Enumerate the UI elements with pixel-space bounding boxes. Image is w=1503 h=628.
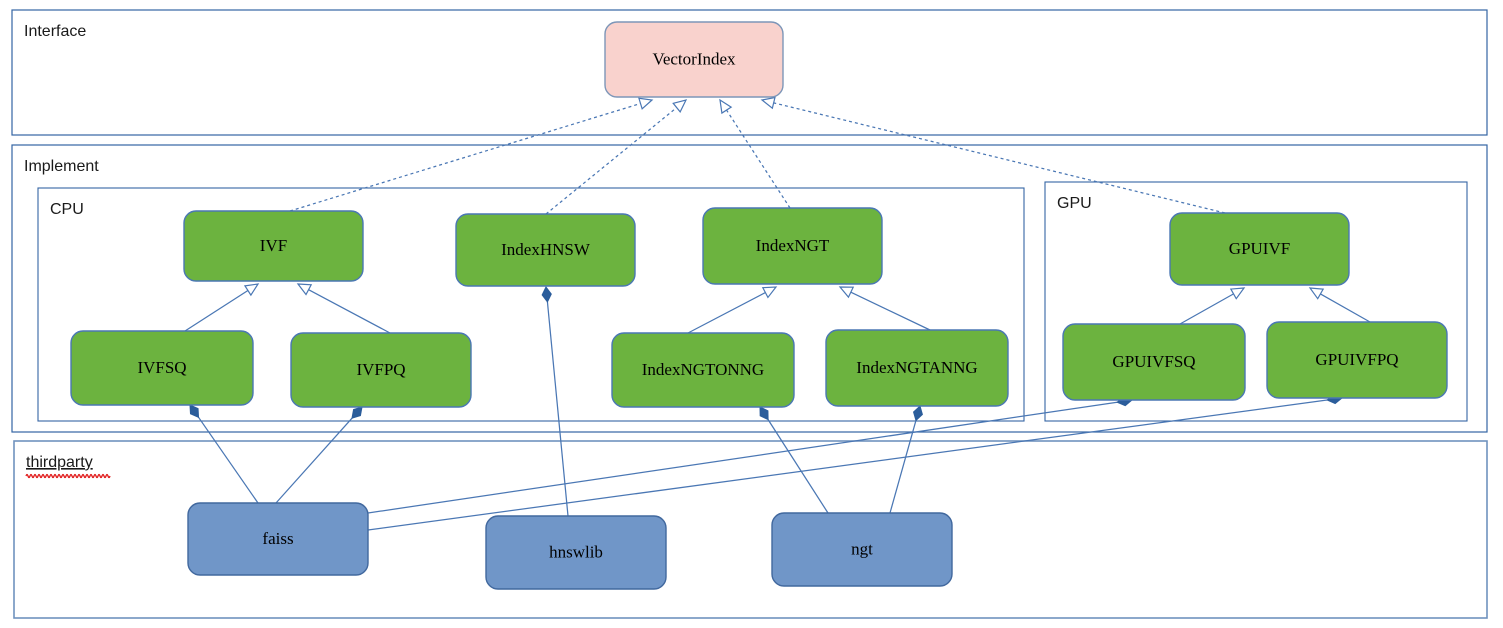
class-node-box[interactable] [187, 502, 369, 576]
class-node-box[interactable] [1169, 212, 1350, 286]
class-node-box[interactable] [183, 210, 364, 282]
class-node-label-indexhnsw: IndexHNSW [501, 240, 591, 259]
class-node-label-indexngt: IndexNGT [756, 236, 830, 255]
class-node-label-gpuivfsq: GPUIVFSQ [1112, 352, 1195, 371]
class-node-vectorindex[interactable]: VectorIndex [604, 21, 784, 98]
spellcheck-squiggle-icon [25, 473, 111, 479]
edge-layer [184, 96, 1371, 531]
class-node-box[interactable] [1266, 321, 1448, 399]
class-node-ivfpq[interactable]: IVFPQ [290, 332, 472, 408]
edge-ivfpq-to-ivf [296, 283, 391, 334]
class-node-box[interactable] [70, 330, 254, 406]
class-node-indexhnsw[interactable]: IndexHNSW [455, 213, 636, 287]
class-node-gpuivfsq[interactable]: GPUIVFSQ [1062, 323, 1246, 401]
class-node-indexngtanng[interactable]: IndexNGTANNG [825, 329, 1009, 407]
edge-indexngtanng-to-indexngt [838, 286, 931, 331]
edge-faiss-to-ivfpq [275, 406, 363, 504]
edge-ngt-to-indexngtanng [889, 405, 923, 514]
class-node-label-gpuivf: GPUIVF [1229, 239, 1290, 258]
class-node-label-hnswlib: hnswlib [549, 542, 603, 561]
container-label-thirdparty: thirdparty [26, 454, 93, 471]
edge-gpuivf-to-vectorindex [760, 96, 1226, 214]
composition-diamond-icon [351, 406, 363, 419]
class-node-label-faiss: faiss [262, 529, 293, 548]
container-label-gpu: GPU [1057, 195, 1092, 212]
hollow-triangle-arrowhead-icon [296, 283, 313, 296]
class-node-ivf[interactable]: IVF [183, 210, 364, 282]
hollow-triangle-arrowhead-icon [638, 97, 654, 110]
class-node-ngt[interactable]: ngt [771, 512, 953, 587]
class-node-label-ivfpq: IVFPQ [356, 360, 405, 379]
composition-diamond-icon [541, 286, 552, 303]
class-node-box[interactable] [702, 207, 883, 285]
hollow-triangle-arrowhead-icon [719, 98, 733, 115]
composition-diamond-icon [912, 405, 923, 422]
class-node-hnswlib[interactable]: hnswlib [485, 515, 667, 590]
class-node-label-vectorindex: VectorIndex [652, 49, 736, 68]
class-node-box[interactable] [771, 512, 953, 587]
class-node-box[interactable] [825, 329, 1009, 407]
edge-indexngtonng-to-indexngt [687, 286, 778, 334]
class-node-ivfsq[interactable]: IVFSQ [70, 330, 254, 406]
hollow-triangle-arrowhead-icon [243, 283, 260, 297]
hollow-triangle-arrowhead-icon [838, 286, 855, 299]
class-node-box[interactable] [455, 213, 636, 287]
container-label-implement: Implement [24, 158, 99, 175]
edge-indexhnsw-to-vectorindex [545, 99, 688, 215]
class-node-label-indexngtonng: IndexNGTONNG [642, 360, 764, 379]
container-label-interface: Interface [24, 23, 86, 40]
class-node-gpuivf[interactable]: GPUIVF [1169, 212, 1350, 286]
class-node-gpuivfpq[interactable]: GPUIVFPQ [1266, 321, 1448, 399]
edge-ivf-to-vectorindex [289, 97, 654, 212]
class-node-box[interactable] [485, 515, 667, 590]
edge-ivfsq-to-ivf [184, 283, 260, 332]
class-node-label-ivf: IVF [260, 236, 287, 255]
edge-hnswlib-to-indexhnsw [541, 286, 569, 517]
composition-diamond-icon [189, 404, 200, 419]
hollow-triangle-arrowhead-icon [672, 99, 688, 113]
hollow-triangle-arrowhead-icon [760, 96, 776, 110]
hollow-triangle-arrowhead-icon [1308, 287, 1325, 300]
class-node-label-indexngtanng: IndexNGTANNG [856, 358, 977, 377]
class-node-faiss[interactable]: faiss [187, 502, 369, 576]
class-node-label-ngt: ngt [851, 539, 873, 558]
hollow-triangle-arrowhead-icon [761, 286, 778, 299]
class-node-box[interactable] [611, 332, 795, 408]
edge-ngt-to-indexngtonng [759, 406, 829, 514]
edge-indexngt-to-vectorindex [719, 98, 791, 209]
edge-gpuivfpq-to-gpuivf [1308, 287, 1371, 323]
class-node-indexngtonng[interactable]: IndexNGTONNG [611, 332, 795, 408]
edge-faiss-to-ivfsq [189, 404, 259, 504]
container-label-cpu: CPU [50, 201, 84, 218]
class-node-label-gpuivfpq: GPUIVFPQ [1315, 350, 1398, 369]
class-node-label-ivfsq: IVFSQ [137, 358, 186, 377]
hollow-triangle-arrowhead-icon [1229, 287, 1246, 300]
class-node-box[interactable] [290, 332, 472, 408]
edge-gpuivfsq-to-gpuivf [1179, 287, 1246, 325]
composition-diamond-icon [759, 406, 769, 421]
class-node-box[interactable] [604, 21, 784, 98]
class-node-box[interactable] [1062, 323, 1246, 401]
class-node-indexngt[interactable]: IndexNGT [702, 207, 883, 285]
